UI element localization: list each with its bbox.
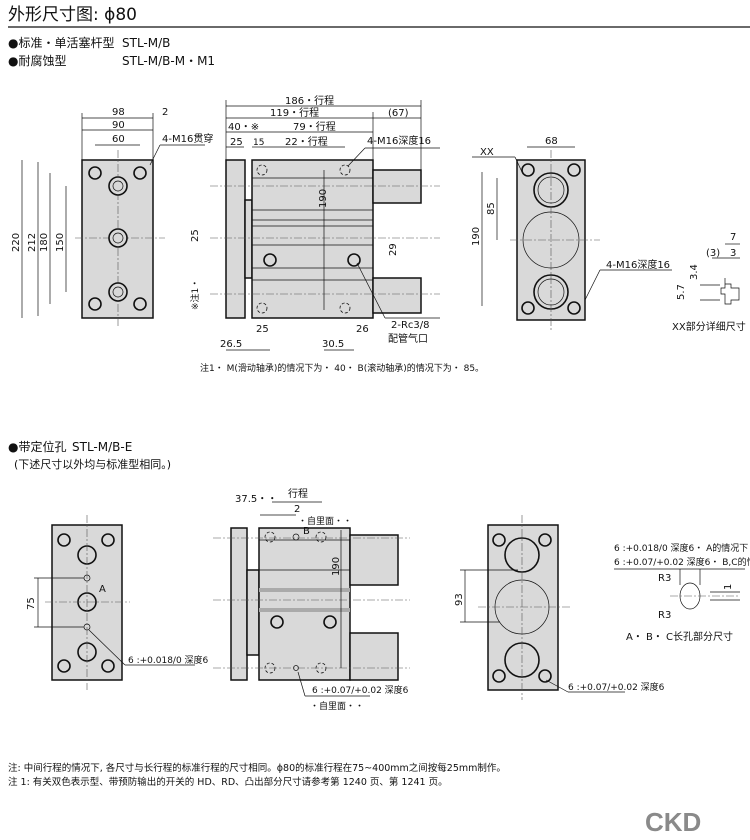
xx-detail: 7 (3) 3 3.4 5.7 XX部分详细尺寸 bbox=[672, 232, 746, 333]
dim-190: 190 bbox=[318, 189, 329, 208]
page-title: 外形尺寸图: ϕ80 bbox=[8, 5, 137, 25]
dim-40: 40・※ bbox=[228, 122, 259, 133]
callout-piping-port: 配管气口 bbox=[388, 332, 428, 345]
xx-label: XX bbox=[480, 147, 494, 158]
dim-25-bottom: 25 bbox=[256, 324, 269, 335]
dim-220: 220 bbox=[11, 233, 22, 252]
footnote-switch: 注 1: 有关双色表示型、带预防输出的开关的 HD、RD、凸出部分尺寸请参考第 … bbox=[8, 776, 448, 788]
dim-67: (67) bbox=[388, 108, 409, 119]
from-inner-face-bottom: ・自里面・・ bbox=[310, 700, 364, 712]
dim-93: 93 bbox=[454, 593, 465, 606]
dim-190-end: 190 bbox=[471, 227, 482, 246]
variant-model-corrosion: STL-M/B-M・M1 bbox=[122, 54, 215, 68]
slot-detail: 6 :+0.018/0 深度6・ A的情况下・・ 6 :+0.07/+0.02 … bbox=[614, 542, 750, 643]
mark-b: B bbox=[303, 526, 310, 537]
dim-212: 212 bbox=[27, 233, 38, 252]
xx-dim-3: 3 bbox=[730, 248, 736, 259]
variant-label-corrosion: ●耐腐蚀型 bbox=[8, 53, 66, 68]
dim-22-stroke: 22・行程 bbox=[285, 135, 328, 148]
dim-37-5: 37.5・・ bbox=[235, 494, 277, 505]
callout-rc38: 2-Rc3/8 bbox=[391, 320, 430, 331]
dim-60: 60 bbox=[112, 134, 125, 145]
xx-dim-3-4: 3.4 bbox=[689, 264, 700, 280]
slot-r3-bottom: R3 bbox=[658, 610, 671, 621]
xx-dim-7: 7 bbox=[730, 232, 736, 243]
note-1-bearing: 注1・ M(滑动轴承)的情况下为・ 40・ B(滚动轴承)的情况下为・ 85。 bbox=[200, 362, 484, 374]
xx-dim-5-7: 5.7 bbox=[676, 284, 687, 300]
dim-75: 75 bbox=[26, 597, 37, 610]
dim-85: 85 bbox=[486, 202, 497, 215]
dim-25-top: 25 bbox=[230, 137, 243, 148]
callout-b-hole: 6 :+0.07/+0.02 深度6 bbox=[312, 684, 409, 696]
dim-30-5: 30.5 bbox=[322, 339, 344, 350]
bottom-side-view: 37.5・・ 行程 2 ・自里面・・ B 190 6 :+0.07/+0.02 … bbox=[213, 487, 410, 712]
slot-detail-caption: A・ B・ C长孔部分尺寸 bbox=[626, 630, 733, 643]
top-side-view: 186・行程 119・行程 (67) 40・※ 79・行程 25 15 22・行… bbox=[189, 94, 440, 351]
top-left-view: 98 2 90 60 220 212 180 150 4-M16贯穿 bbox=[11, 107, 213, 328]
slot-dim-1: 1 bbox=[723, 584, 734, 590]
slot-line-bc: 6 :+0.07/+0.02 深度6・ B,C的情况下・ bbox=[614, 556, 750, 568]
dim-2-fraction: 2 bbox=[294, 504, 300, 515]
slot-line-a: 6 :+0.018/0 深度6・ A的情况下・・ bbox=[614, 542, 750, 554]
note-ref-1: ※注1・ bbox=[189, 279, 201, 310]
ckd-logo: CKD bbox=[645, 807, 701, 837]
variant-model-standard: STL-M/B bbox=[122, 36, 170, 50]
dim-25-left: 25 bbox=[190, 229, 201, 242]
dim-26: 26 bbox=[356, 324, 369, 335]
dim-26-5: 26.5 bbox=[220, 339, 242, 350]
dim-186-stroke: 186・行程 bbox=[285, 94, 334, 107]
slot-r3-top: R3 bbox=[658, 573, 671, 584]
section2-model: STL-M/B-E bbox=[72, 440, 132, 454]
dim-stroke: 行程 bbox=[288, 487, 308, 500]
xx-dim-3-paren: (3) bbox=[706, 248, 720, 259]
callout-m16-through: 4-M16贯穿 bbox=[162, 132, 213, 145]
dim-150: 150 bbox=[55, 233, 66, 252]
dim-29: 29 bbox=[388, 243, 399, 256]
dim-15: 15 bbox=[253, 138, 264, 148]
dim-79-stroke: 79・行程 bbox=[293, 120, 336, 133]
dim-180: 180 bbox=[39, 233, 50, 252]
dim-98: 98 bbox=[112, 107, 125, 118]
footnote-stroke: 注: 中间行程的情况下, 各尺寸与长行程的标准行程的尺寸相同。ϕ80的标准行程在… bbox=[8, 762, 506, 774]
from-inner-face-top: ・自里面・・ bbox=[298, 515, 352, 527]
xx-detail-caption: XX部分详细尺寸 bbox=[672, 320, 746, 333]
bottom-left-view: 75 A 6 :+0.018/0 深度6 bbox=[26, 515, 209, 690]
dim-119-stroke: 119・行程 bbox=[270, 106, 319, 119]
section2-label: ●带定位孔 bbox=[8, 439, 66, 454]
callout-m16-depth: 4-M16深度16 bbox=[367, 134, 431, 147]
dim-2: 2 bbox=[162, 107, 168, 118]
callout-m16-depth-end: 4-M16深度16 bbox=[606, 258, 670, 271]
mark-a: A bbox=[99, 584, 106, 595]
variant-label-standard: ●标准・单活塞杆型 bbox=[8, 35, 114, 50]
callout-a-hole: 6 :+0.018/0 深度6 bbox=[128, 654, 209, 666]
section2-sub: (下述尺寸以外均与标准型相同。) bbox=[14, 457, 171, 471]
bottom-end-view: 93 6 :+0.07/+0.02 深度6 bbox=[454, 515, 665, 700]
dim-68: 68 bbox=[545, 136, 558, 147]
dim-190-b: 190 bbox=[331, 557, 342, 576]
callout-c-hole: 6 :+0.07/+0.02 深度6 bbox=[568, 681, 665, 693]
dim-90: 90 bbox=[112, 120, 125, 131]
top-end-view: 68 85 190 XX 4-M16深度16 bbox=[471, 136, 672, 330]
